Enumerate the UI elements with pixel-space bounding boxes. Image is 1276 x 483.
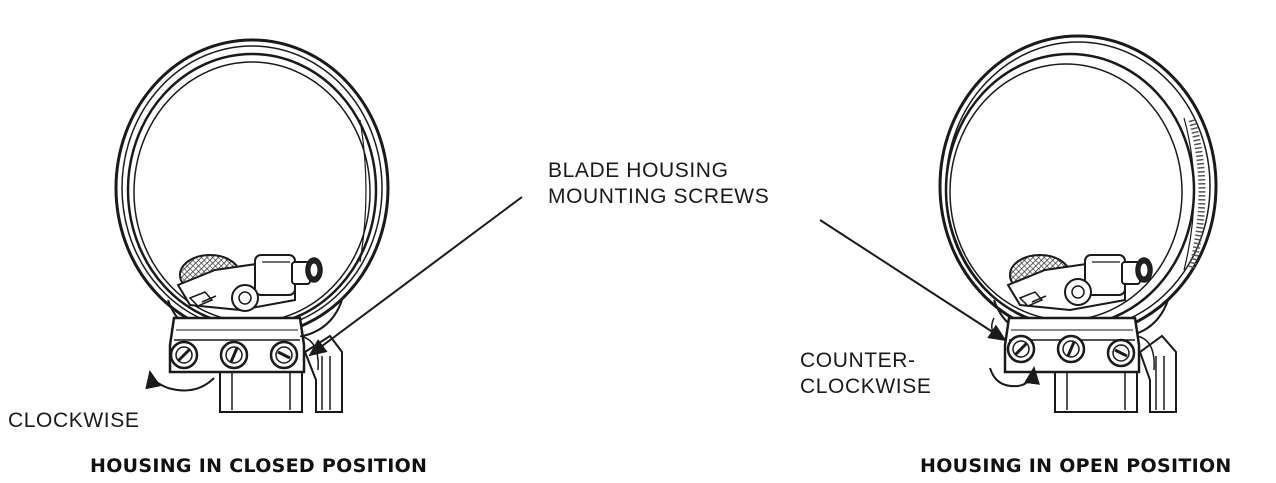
clockwise-arrow (145, 370, 215, 392)
open-screw-right (1106, 338, 1136, 368)
closed-housing-illustration (114, 38, 390, 413)
callout-label-line2: MOUNTING SCREWS (548, 185, 770, 208)
closed-screw-center (219, 340, 249, 370)
closed-screw-left (169, 340, 199, 370)
open-side-bracket (1138, 334, 1177, 413)
open-housing-illustration (938, 34, 1218, 413)
open-blade-mechanism (1006, 254, 1153, 312)
callout-label: BLADE HOUSING MOUNTING SCREWS (548, 158, 769, 210)
closed-screw-right (269, 340, 299, 370)
counter-clockwise-line2: CLOCKWISE (800, 375, 932, 398)
callout-label-line1: BLADE HOUSING (548, 159, 729, 182)
open-screw-left (1006, 334, 1036, 364)
callout-leader-closed (308, 196, 523, 357)
caption-closed: HOUSING IN CLOSED POSITION (90, 455, 428, 477)
clockwise-label: CLOCKWISE (8, 409, 140, 432)
counter-clockwise-arrow (989, 366, 1040, 388)
closed-blade-mechanism (176, 254, 323, 312)
open-knurled-edge (1188, 119, 1206, 269)
callout-leader-open (819, 219, 1007, 342)
caption-open: HOUSING IN OPEN POSITION (920, 455, 1232, 477)
open-screw-center (1056, 334, 1086, 364)
counter-clockwise-line1: COUNTER- (800, 349, 916, 372)
counter-clockwise-label: COUNTER- CLOCKWISE (800, 348, 931, 400)
closed-side-bracket (303, 334, 343, 413)
